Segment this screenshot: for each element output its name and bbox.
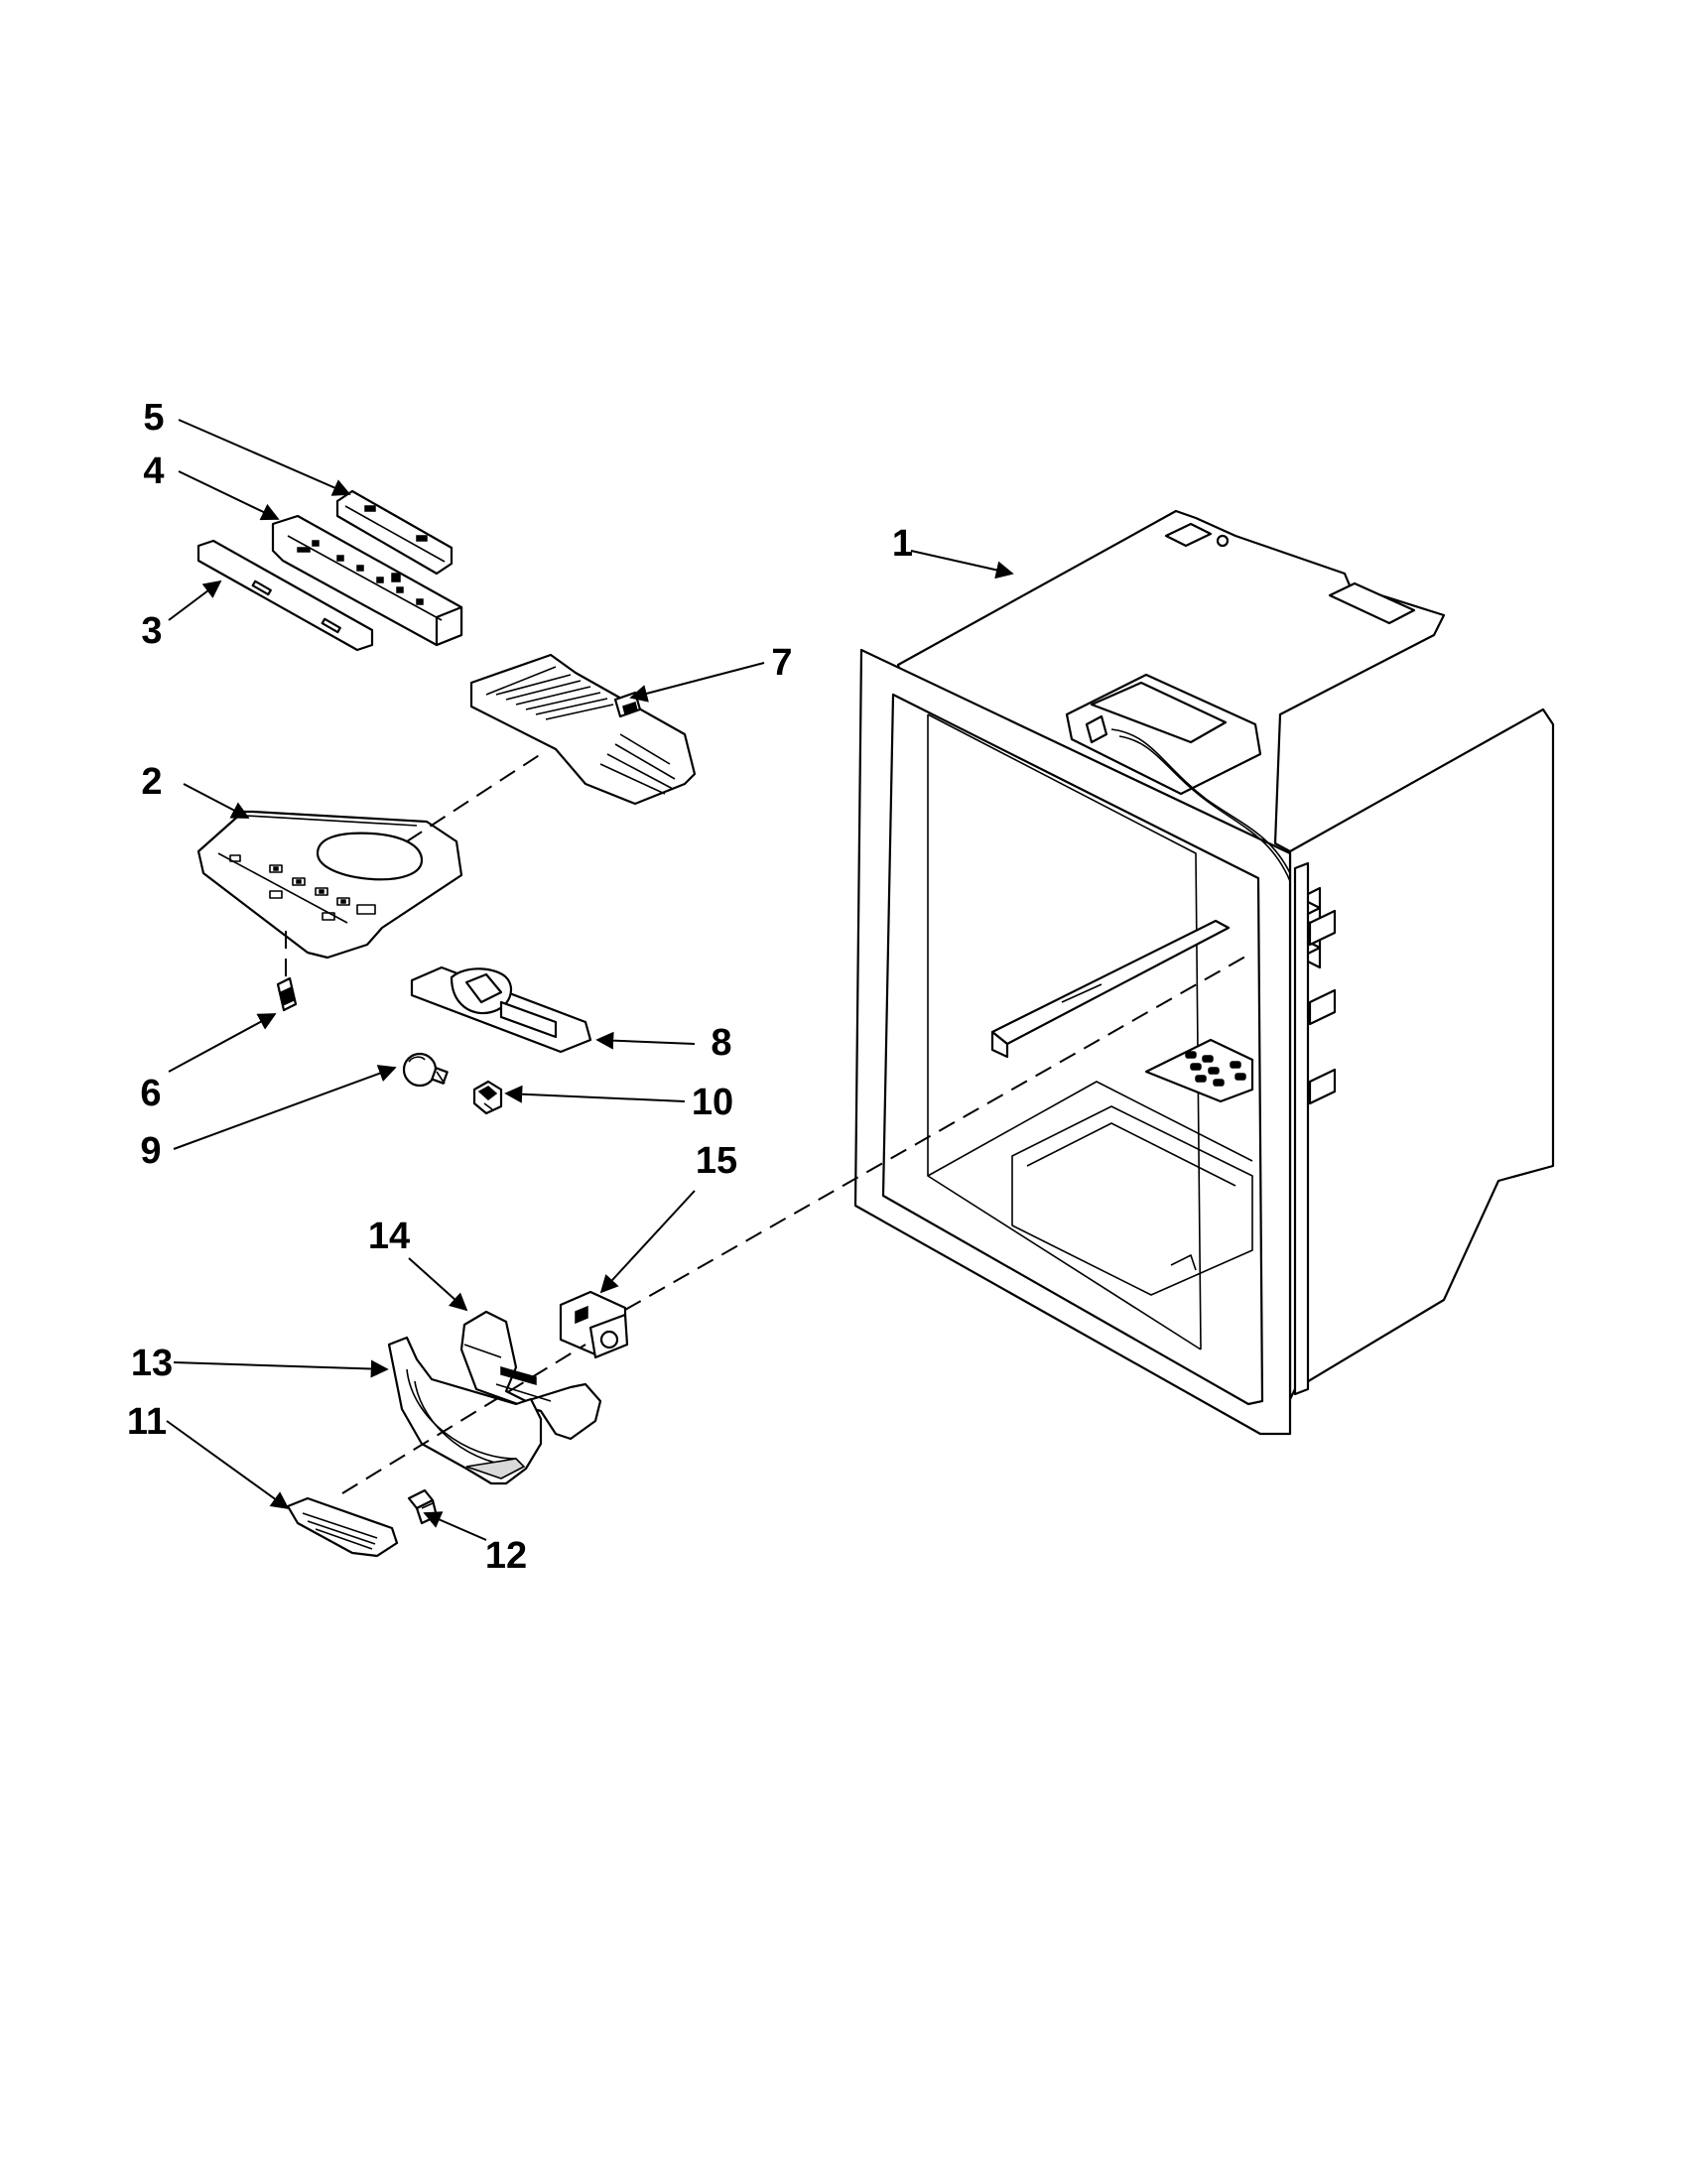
callout-13: 13: [131, 1343, 173, 1384]
part-8-lens: [410, 965, 592, 1054]
part-11-trim: [286, 1496, 399, 1558]
callout-7: 7: [771, 642, 792, 684]
part-1-liner: [853, 509, 1555, 1436]
part-9-bulb: [402, 1052, 449, 1088]
part-10-socket: [472, 1080, 503, 1115]
callout-12: 12: [485, 1535, 527, 1577]
part-13-bin: [387, 1336, 543, 1485]
callout-6: 6: [140, 1073, 161, 1114]
part-4-control-housing: [271, 514, 463, 647]
assembly-lines: [285, 753, 1253, 1494]
callout-15: 15: [696, 1140, 737, 1182]
part-15-sensor: [559, 1290, 629, 1359]
callout-5: 5: [143, 397, 164, 439]
callout-labels: 1 2 3 4 5 6 7 8 9 10 11 12 13 14 15: [127, 397, 913, 1577]
callout-1: 1: [892, 523, 913, 565]
callout-3: 3: [141, 610, 162, 652]
part-6-switch: [276, 976, 298, 1012]
part-7-cover: [469, 653, 697, 806]
part-3-strip: [196, 539, 374, 652]
leader-lines: [166, 419, 1014, 1541]
callout-9: 9: [140, 1130, 161, 1172]
part-12-screw: [407, 1488, 439, 1525]
callout-4: 4: [143, 450, 164, 492]
callout-2: 2: [141, 761, 162, 803]
callout-14: 14: [368, 1216, 410, 1257]
callout-8: 8: [711, 1022, 731, 1064]
callout-11: 11: [127, 1401, 167, 1443]
part-2-light-housing: [196, 810, 463, 960]
part-5-bracket: [335, 489, 454, 576]
callout-10: 10: [692, 1082, 733, 1123]
